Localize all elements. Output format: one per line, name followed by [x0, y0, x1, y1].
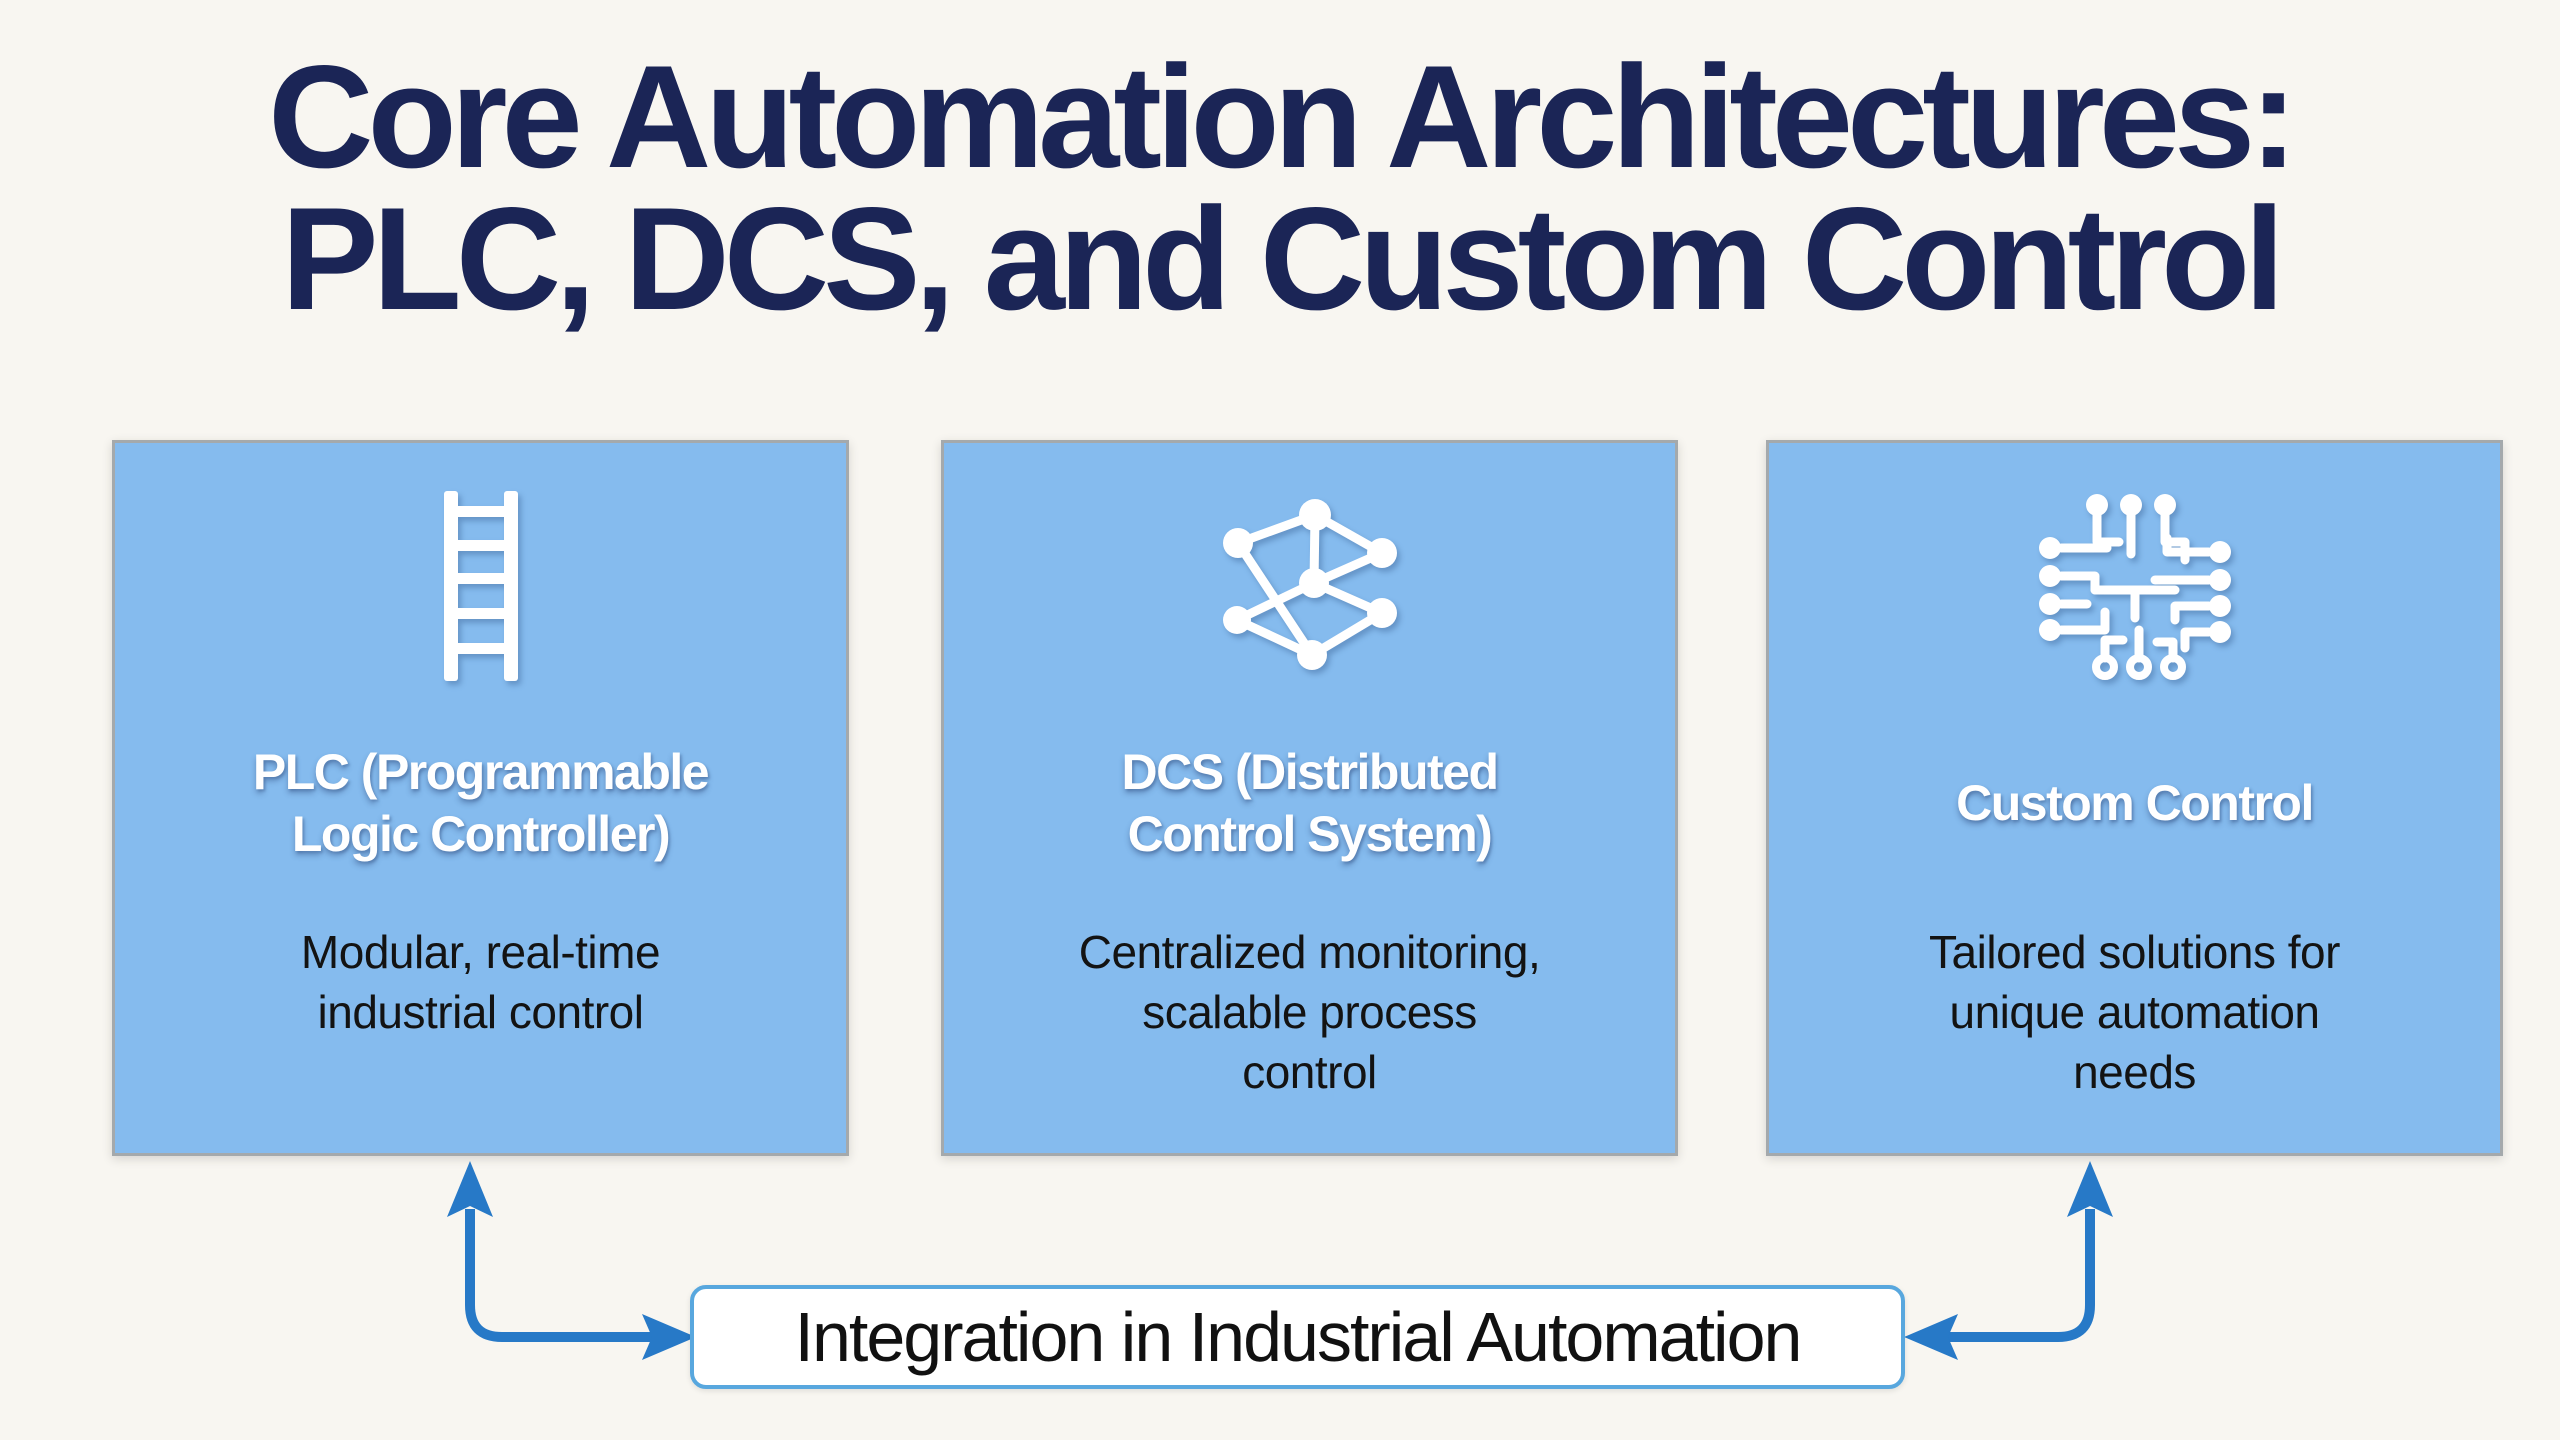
network-icon — [1210, 491, 1410, 681]
page-title: Core Automation Architectures: PLC, DCS,… — [268, 35, 2298, 340]
card-custom-control-description: Tailored solutions for unique automation… — [1929, 926, 2340, 1098]
card-plc: PLC (Programmable Logic Controller) Modu… — [112, 440, 849, 1156]
card-dcs-heading: DCS (Distributed Control System) — [1121, 743, 1500, 863]
connector-arrow-left — [430, 1155, 720, 1365]
integration-label: Integration in Industrial Automation — [794, 1298, 1803, 1376]
ladder-icon — [431, 491, 531, 681]
card-plc-heading: PLC (Programmable Logic Controller) — [252, 743, 710, 863]
integration-box: Integration in Industrial Automation — [690, 1285, 1905, 1389]
card-plc-description: Modular, real-time industrial control — [300, 926, 661, 1038]
card-custom-control: Custom Control Tailored solutions for un… — [1766, 440, 2503, 1156]
card-custom-control-heading: Custom Control — [1956, 774, 2314, 831]
circuit-icon — [2035, 491, 2235, 681]
card-dcs: DCS (Distributed Control System) Central… — [941, 440, 1678, 1156]
connector-arrow-right — [1840, 1155, 2130, 1365]
card-dcs-description: Centralized monitoring, scalable process… — [1078, 926, 1541, 1098]
